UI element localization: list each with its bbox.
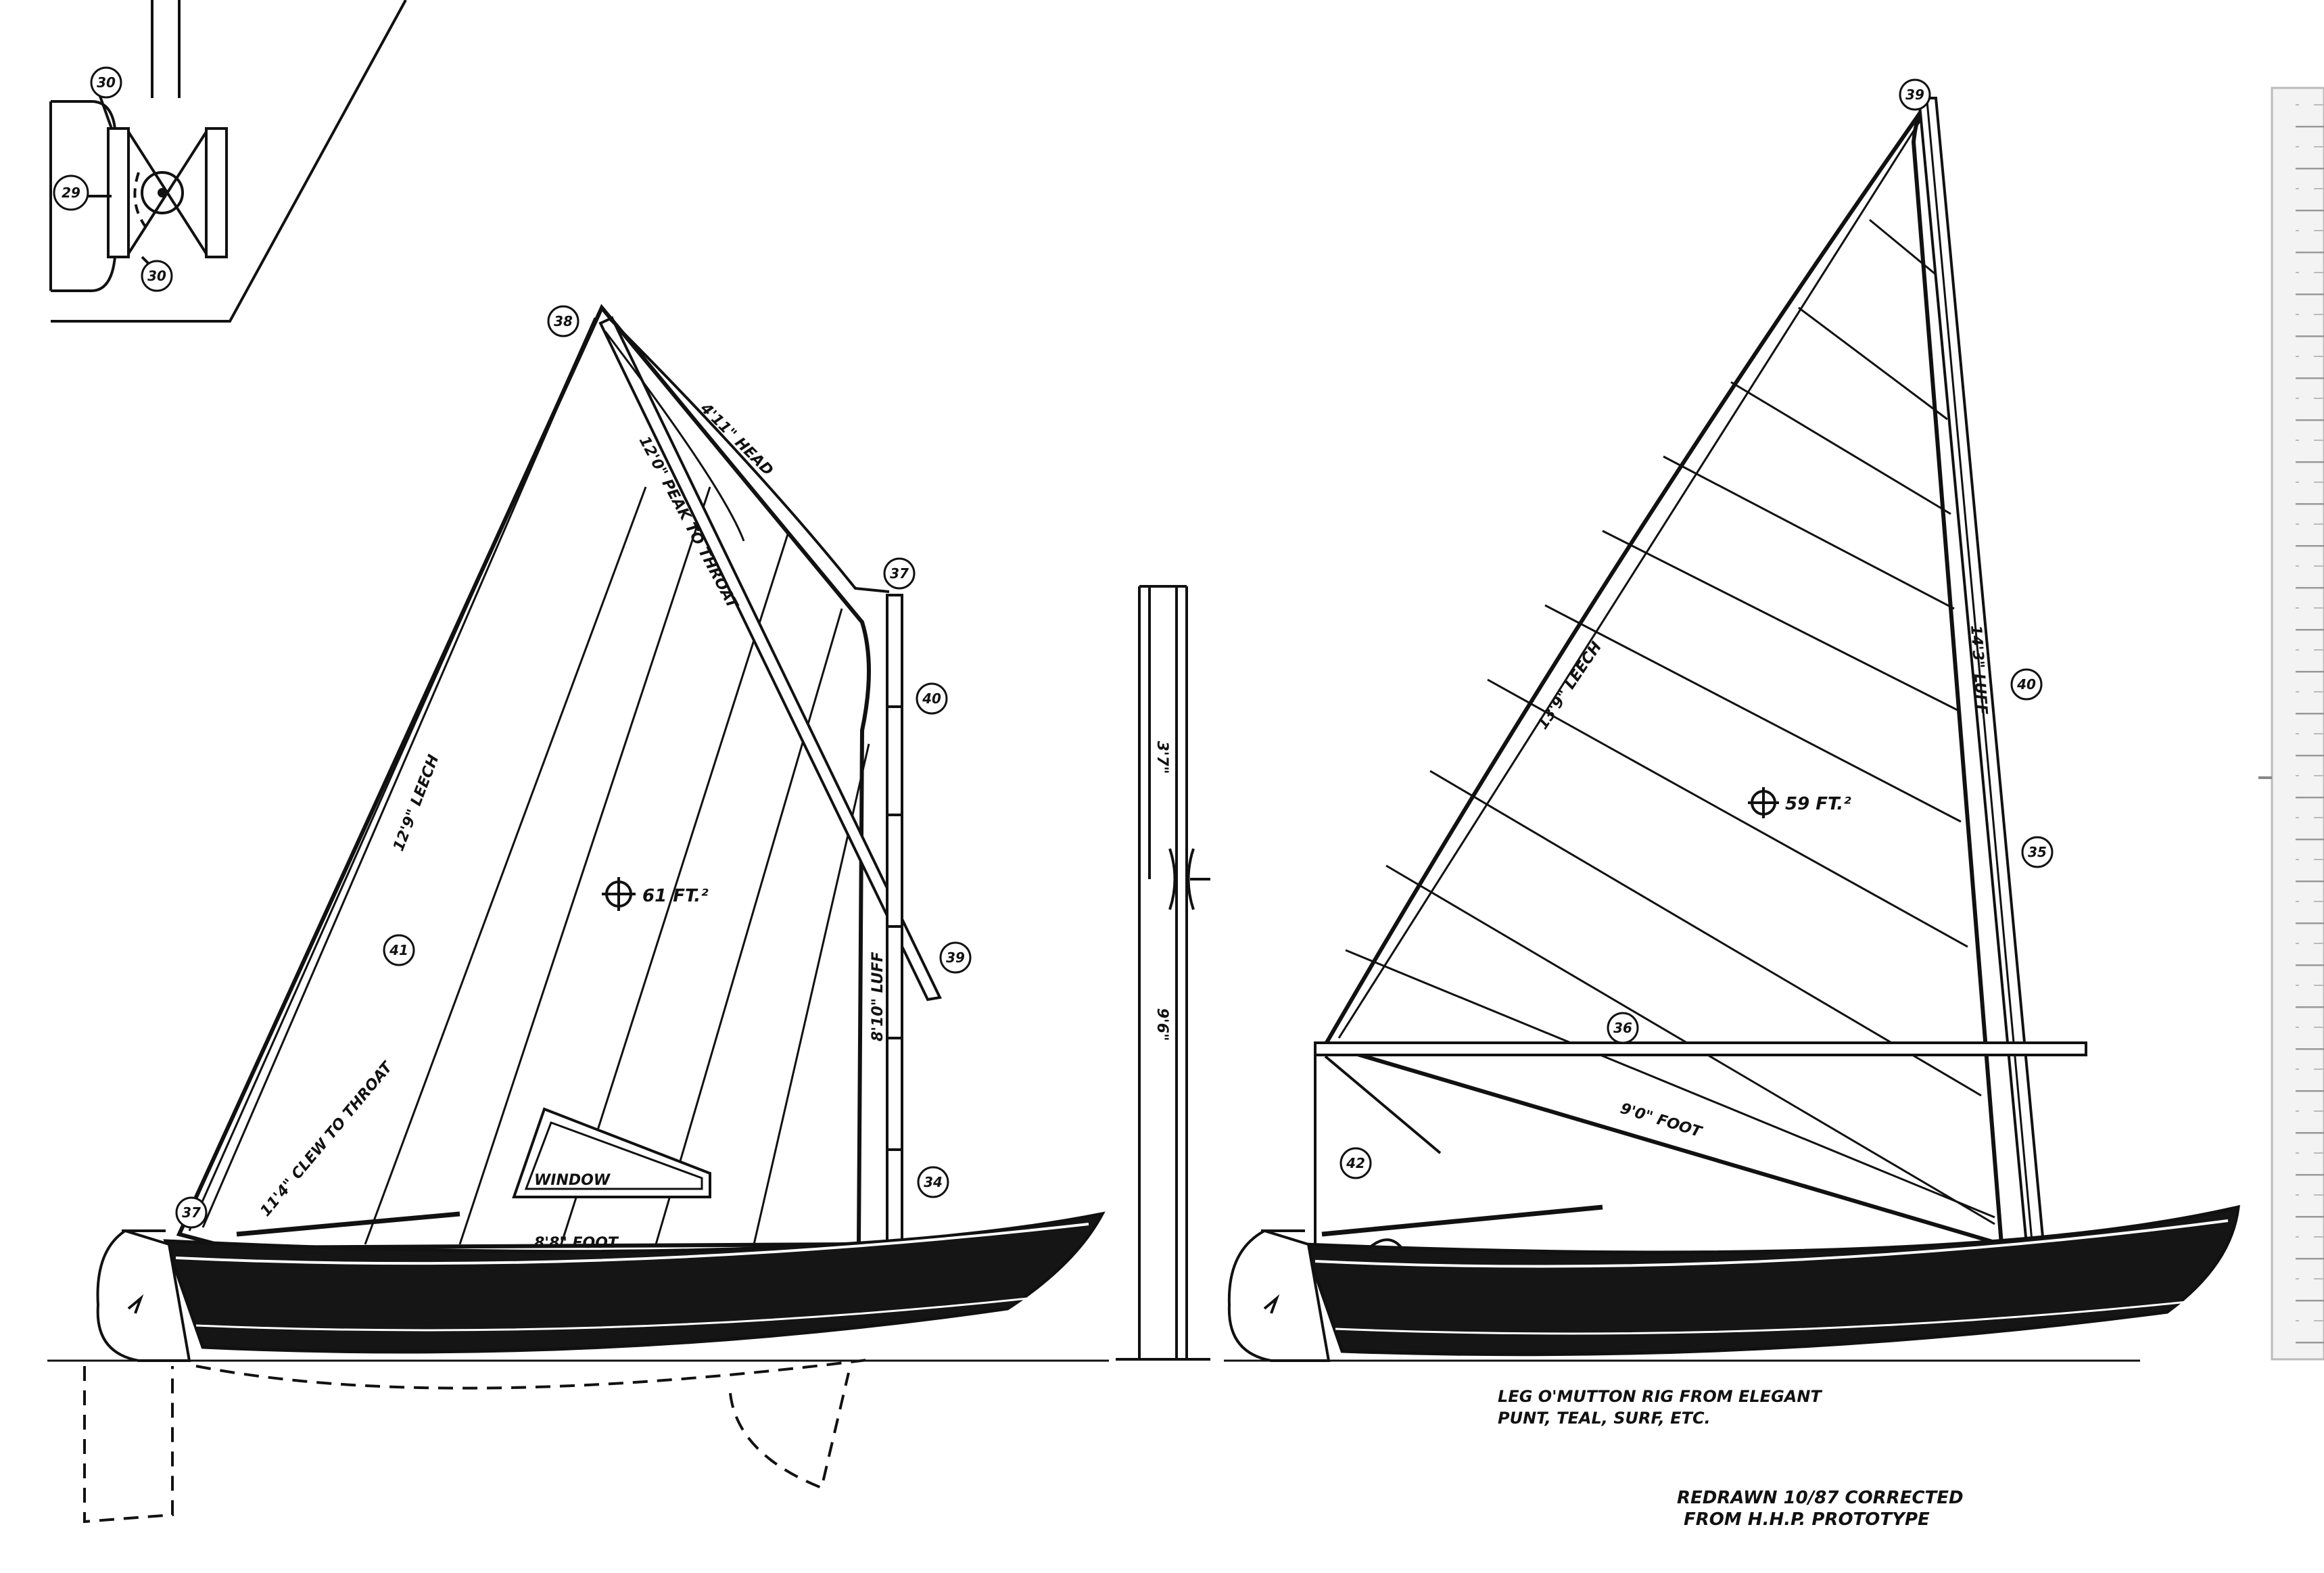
legomutton-callout: 36 (1607, 1012, 1639, 1044)
legomutton-area-marker (1748, 787, 1779, 818)
inset-callout-text: 30 (97, 74, 116, 91)
callout-text: 37 (890, 565, 909, 582)
spritsail-foot-label: 8'8" FOOT (534, 1235, 619, 1252)
legomutton-callout: 35 (2021, 836, 2054, 868)
legomutton-rig: 59 FT.² 13'9" LEECH 14'3" LUFF 9'0" FOOT (1314, 96, 2087, 1248)
callout-text: 42 (1346, 1155, 1365, 1171)
inset-callout: 30 (90, 66, 122, 99)
mast-overall-dim: 9'6" (1154, 1008, 1170, 1041)
legomutton-hull (1227, 1204, 2240, 1362)
mast-upper-dim: 3'7" (1154, 741, 1170, 774)
legomutton-callout: 42 (1339, 1147, 1372, 1179)
spritsail-luff-label: 8'10" LUFF (870, 952, 886, 1041)
scale-strip (2258, 87, 2324, 1361)
callout-text: 36 (1613, 1020, 1632, 1036)
spritsail-callout: 39 (939, 941, 972, 974)
spritsail-callout: 37 (883, 557, 916, 590)
legomutton-boom (1314, 1041, 2087, 1056)
inset-callout: 29 (53, 174, 89, 211)
revision-note-line1: REDRAWN 10/87 CORRECTED (1677, 1488, 1964, 1508)
legomutton-callout: 40 (2010, 668, 2043, 701)
spritsail-area-label: 61 FT.² (642, 886, 709, 906)
inset-callout-text: 29 (62, 185, 80, 201)
callout-text: 41 (389, 942, 408, 958)
spritsail-sail (176, 304, 871, 1250)
inset-callout-text: 30 (147, 268, 166, 284)
callout-text: 38 (554, 313, 573, 329)
revision-note-line2: FROM H.H.P. PROTOTYPE (1684, 1509, 1930, 1530)
spritsail-callout: 38 (547, 305, 579, 337)
callout-text: 39 (1905, 87, 1924, 103)
callout-text: 40 (922, 690, 941, 707)
spritsail-callout: 41 (383, 934, 415, 966)
rig-note-line1: LEG O'MUTTON RIG FROM ELEGANT (1498, 1387, 1822, 1406)
legomutton-sail (1322, 96, 2004, 1248)
spritsail-callout: 34 (917, 1166, 949, 1198)
callout-text: 40 (2016, 676, 2036, 692)
standalone-mast (1116, 585, 1210, 1361)
callout-text: 37 (182, 1204, 201, 1221)
spritsail-hull (83, 1211, 1106, 1524)
spritsail-area-marker (602, 877, 636, 911)
sprit-pole (598, 316, 942, 1002)
detail-inset (49, 0, 407, 323)
spritsail-rig: WINDOW 61 FT.² 12'0" PEAK TO THROAT 4'11… (176, 304, 942, 1252)
spritsail-callout: 40 (916, 682, 948, 715)
spritsail-rudder (96, 1229, 191, 1362)
inset-callout: 30 (141, 260, 173, 292)
rig-note-line2: PUNT, TEAL, SURF, ETC. (1498, 1409, 1711, 1428)
callout-text: 34 (924, 1174, 943, 1190)
sail-window: WINDOW (512, 1107, 711, 1198)
window-label: WINDOW (534, 1172, 611, 1189)
callout-text: 35 (2028, 844, 2047, 860)
legomutton-area-label: 59 FT.² (1785, 794, 1851, 814)
legomutton-callout: 39 (1899, 78, 1931, 111)
spritsail-callout: 37 (175, 1196, 208, 1229)
callout-text: 39 (946, 949, 965, 966)
